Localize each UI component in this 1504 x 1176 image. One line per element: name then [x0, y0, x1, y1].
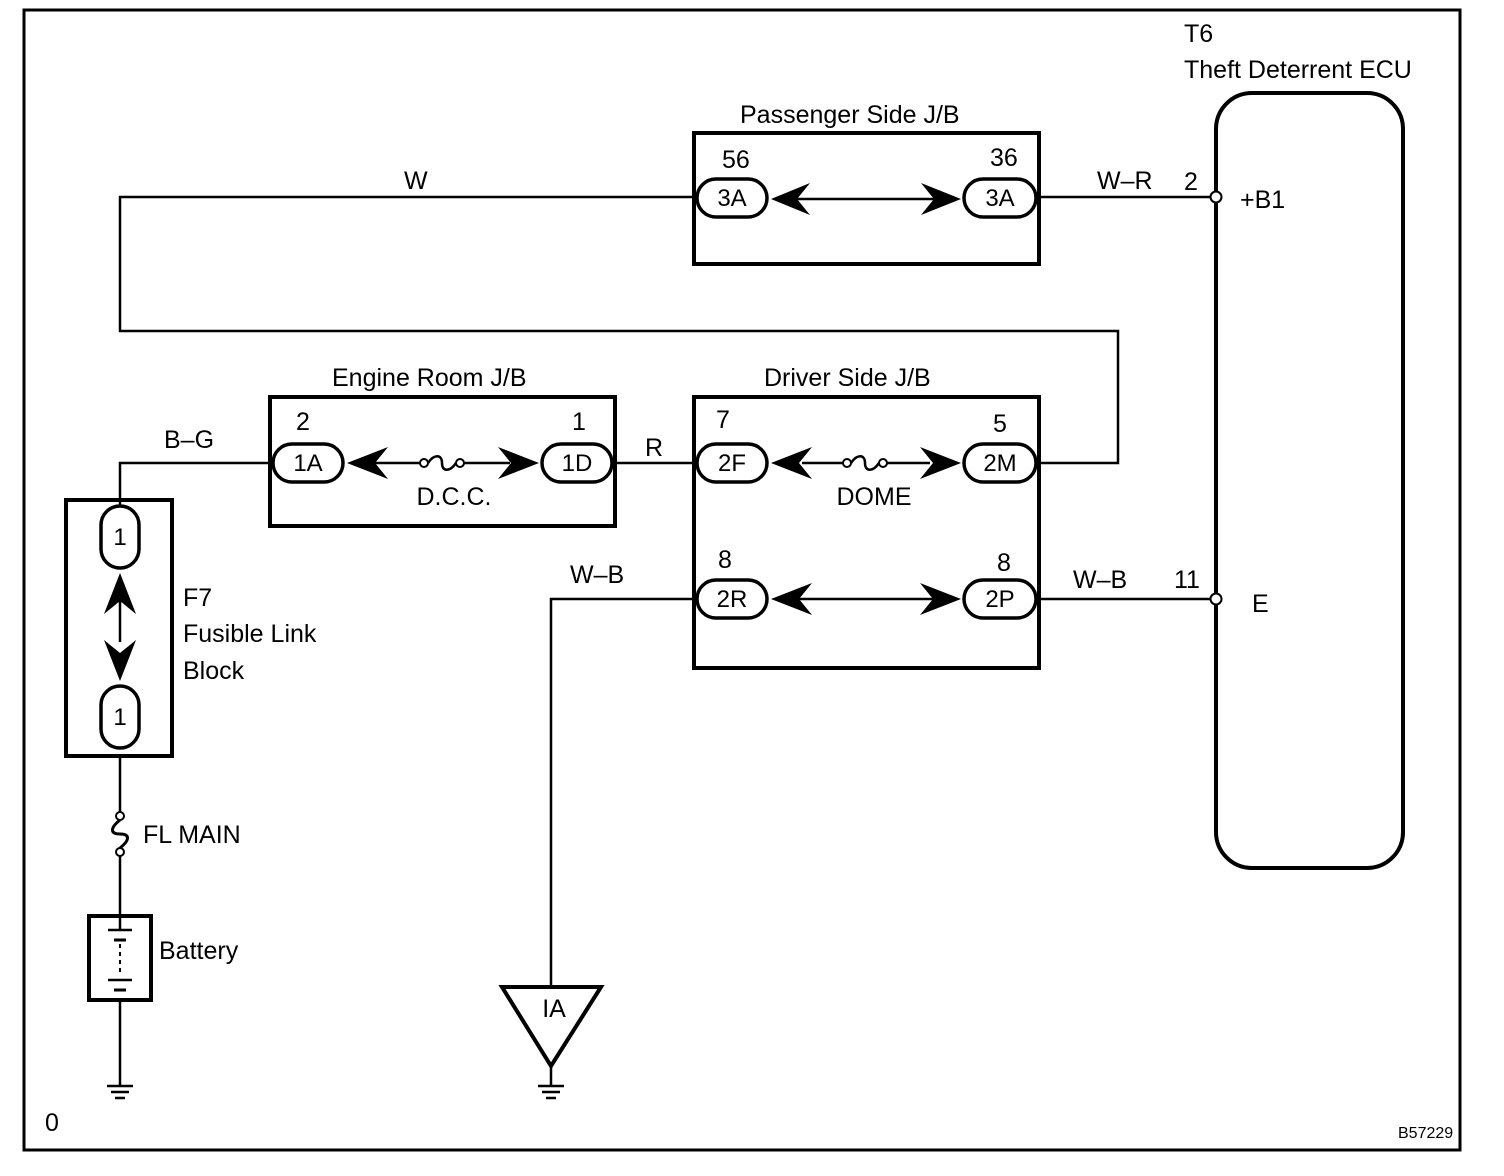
fl-main-fuse-icon: [111, 811, 129, 857]
driver-bot-right-arrow: [920, 583, 961, 615]
dcc-fuse-icon: [419, 455, 465, 471]
passenger-right-arrow: [921, 183, 961, 215]
ia-ground-point: IA: [498, 985, 605, 1100]
ia-triangle-icon: [498, 985, 605, 1070]
wire-w: [118, 195, 1120, 465]
wires: [118, 195, 1216, 1085]
driver-side-jb: Driver Side J/B 7 5 2F DOME 2M 8 8 2R 2P: [692, 364, 1041, 670]
diagram-frame: [22, 8, 1462, 1152]
ia-label: IA: [542, 995, 566, 1023]
theft-deterrent-ecu: T6 Theft Deterrent ECU 2 +B1 11 E: [1174, 20, 1412, 870]
driver-2p-label: 2P: [985, 586, 1014, 613]
driver-2r-connector: [695, 578, 769, 620]
driver-2m-label: 2M: [983, 450, 1016, 477]
fusible-top-conn-label: 1: [113, 524, 126, 551]
driver-2m-connector: [962, 442, 1038, 484]
fusible-name-line1: Fusible Link: [183, 620, 317, 648]
driver-bot-right-pin: 8: [997, 549, 1011, 577]
driver-2p-connector: [962, 578, 1038, 620]
passenger-left-connector: [695, 177, 769, 219]
engine-left-connector: [271, 442, 345, 484]
engine-jb-title: Engine Room J/B: [332, 364, 527, 392]
fusible-bottom-connector: [99, 684, 141, 750]
ecu-body: [1214, 91, 1405, 870]
fusible-bot-conn-label: 1: [113, 704, 126, 731]
wire-label-b-g: B–G: [164, 426, 214, 454]
driver-top-right-arrow: [920, 447, 961, 479]
engine-left-conn-label: 1A: [293, 450, 322, 477]
passenger-right-pin: 36: [990, 144, 1018, 172]
battery-label: Battery: [159, 937, 239, 965]
engine-room-jb: Engine Room J/B 2 1 1A D.C.C. 1D: [268, 364, 617, 528]
driver-2f-label: 2F: [718, 450, 746, 477]
engine-right-pin: 1: [572, 408, 586, 436]
wire-label-r: R: [645, 434, 663, 462]
ecu-b1-label: +B1: [1240, 186, 1285, 214]
dome-fuse-icon: [842, 455, 888, 471]
driver-bot-left-pin: 8: [718, 546, 732, 574]
engine-right-connector: [540, 442, 614, 484]
driver-jb-title: Driver Side J/B: [764, 364, 931, 392]
passenger-side-jb: Passenger Side J/B 56 36 3A 3A: [692, 101, 1041, 266]
driver-top-left-pin: 7: [716, 406, 730, 434]
engine-left-arrow: [347, 447, 388, 479]
fusible-link-block: 1 1 F7 Fusible Link Block: [64, 498, 317, 758]
ecu-e-pin: 11: [1174, 566, 1200, 594]
wire-w-b-left: [549, 597, 697, 987]
ecu-e-label: E: [1252, 590, 1269, 618]
passenger-left-conn-label: 3A: [717, 185, 746, 212]
wire-b-g: [118, 461, 275, 512]
driver-top-right-pin: 5: [993, 410, 1007, 438]
driver-bot-left-arrow: [771, 583, 812, 615]
fusible-name-line2: Block: [183, 657, 245, 685]
engine-right-arrow: [498, 447, 539, 479]
dcc-fuse-label: D.C.C.: [417, 483, 492, 511]
passenger-right-conn-label: 3A: [985, 185, 1014, 212]
driver-2f-connector: [695, 442, 769, 484]
ecu-code: T6: [1184, 20, 1213, 48]
ia-ground-icon: [538, 1084, 564, 1100]
battery-icon: [87, 914, 153, 1002]
fusible-down-arrow: [104, 640, 136, 681]
figure-code: B57229: [1398, 1125, 1453, 1142]
passenger-left-pin: 56: [722, 146, 750, 174]
fusible-top-connector: [99, 504, 141, 570]
ecu-terminal-b1: [1209, 190, 1223, 204]
fusible-code: F7: [183, 584, 212, 612]
wire-label-w: W: [404, 167, 428, 195]
ecu-name: Theft Deterrent ECU: [1184, 56, 1412, 84]
ecu-b1-pin: 2: [1184, 168, 1198, 196]
wire-label-w-b-right: W–B: [1073, 566, 1127, 594]
engine-right-conn-label: 1D: [562, 450, 593, 477]
passenger-left-arrow: [771, 183, 810, 215]
dome-fuse-label: DOME: [837, 483, 912, 511]
driver-top-left-arrow: [771, 447, 812, 479]
wire-label-w-r: W–R: [1097, 167, 1153, 195]
driver-2r-label: 2R: [717, 586, 748, 613]
passenger-right-connector: [962, 177, 1038, 219]
ecu-terminal-e: [1209, 592, 1223, 606]
fusible-up-arrow: [104, 573, 136, 614]
engine-left-pin: 2: [296, 408, 310, 436]
fl-main-label: FL MAIN: [143, 821, 241, 849]
battery-ground-icon: [107, 1084, 133, 1100]
corner-left-label: 0: [45, 1109, 59, 1137]
wire-label-w-b-left: W–B: [570, 561, 624, 589]
passenger-jb-title: Passenger Side J/B: [740, 101, 960, 129]
